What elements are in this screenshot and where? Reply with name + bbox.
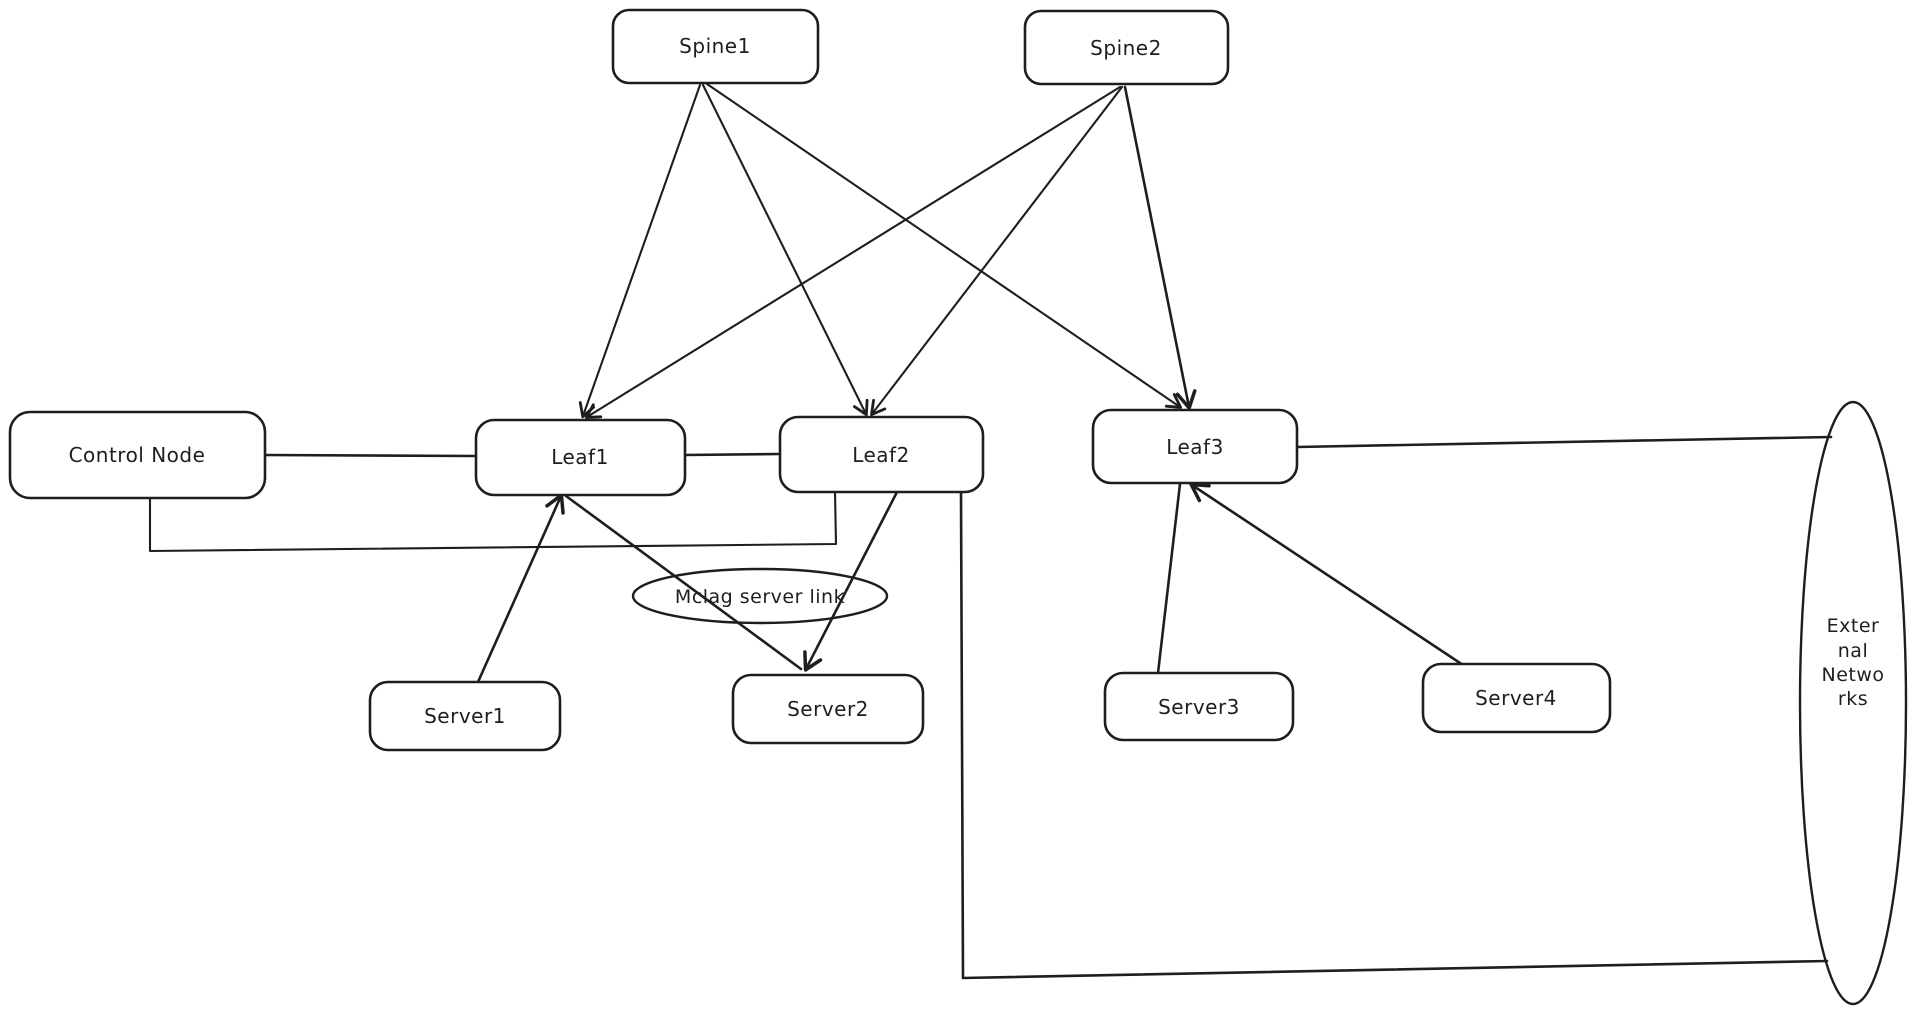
edge-spine1-leaf3[interactable] bbox=[705, 82, 1183, 409]
node-leaf3[interactable] bbox=[1091, 408, 1299, 485]
node-server4[interactable] bbox=[1421, 662, 1612, 734]
nodes-layer bbox=[8, 8, 1908, 1006]
node-spine2[interactable] bbox=[1023, 9, 1230, 86]
server4-label: Server4 bbox=[1475, 686, 1557, 710]
edge-leaf3-external[interactable] bbox=[1295, 435, 1833, 449]
leaf2-label: Leaf2 bbox=[852, 443, 910, 467]
edge-leaf1-server2[interactable] bbox=[564, 494, 803, 671]
node-spine1[interactable] bbox=[611, 8, 820, 85]
edge-spine1-leaf1[interactable] bbox=[578, 83, 702, 419]
svg-text:Exter: Exter bbox=[1827, 615, 1880, 637]
edge-leaf3-server3[interactable] bbox=[1156, 482, 1182, 675]
edge-controlnode-leaf2-elbow[interactable] bbox=[148, 490, 838, 553]
edge-leaf2-external-elbow[interactable] bbox=[959, 491, 1829, 980]
edges-layer bbox=[148, 82, 1833, 980]
node-control-node[interactable] bbox=[8, 410, 267, 500]
leaf3-label: Leaf3 bbox=[1166, 435, 1224, 459]
edge-server1-leaf1[interactable] bbox=[476, 493, 565, 684]
node-leaf1[interactable] bbox=[474, 418, 687, 497]
edge-server4-leaf3[interactable] bbox=[1189, 482, 1465, 667]
node-external-networks[interactable] bbox=[1798, 400, 1908, 1006]
server1-label: Server1 bbox=[424, 704, 506, 728]
external-networks-label: Exter nal Netwo rks bbox=[1821, 615, 1884, 710]
spine2-label: Spine2 bbox=[1090, 36, 1162, 60]
edge-spine1-leaf2[interactable] bbox=[701, 83, 869, 417]
mclag-annotation-label: Mclag server link bbox=[675, 586, 845, 608]
edge-spine2-leaf1[interactable] bbox=[584, 85, 1122, 419]
server3-label: Server3 bbox=[1158, 695, 1240, 719]
control-node-label: Control Node bbox=[69, 443, 206, 467]
leaf1-label: Leaf1 bbox=[551, 445, 609, 469]
server2-label: Server2 bbox=[787, 697, 869, 721]
node-server3[interactable] bbox=[1103, 671, 1295, 742]
node-server1[interactable] bbox=[368, 680, 562, 752]
edge-leaf2-server2[interactable] bbox=[803, 490, 899, 672]
svg-text:rks: rks bbox=[1838, 688, 1868, 710]
edge-leaf1-leaf2[interactable] bbox=[683, 452, 782, 457]
edge-spine2-leaf3[interactable] bbox=[1123, 85, 1197, 410]
edge-controlnode-leaf1[interactable] bbox=[261, 453, 478, 458]
node-server2[interactable] bbox=[731, 673, 925, 745]
svg-text:nal: nal bbox=[1838, 640, 1868, 662]
node-mclag-annotation[interactable] bbox=[631, 567, 889, 625]
labels-layer: Spine1 Spine2 Control Node Leaf1 Leaf2 L… bbox=[69, 34, 1884, 728]
edge-spine2-leaf2[interactable] bbox=[870, 85, 1124, 417]
spine1-label: Spine1 bbox=[679, 34, 751, 58]
svg-text:Netwo: Netwo bbox=[1821, 664, 1884, 686]
node-leaf2[interactable] bbox=[778, 415, 985, 494]
